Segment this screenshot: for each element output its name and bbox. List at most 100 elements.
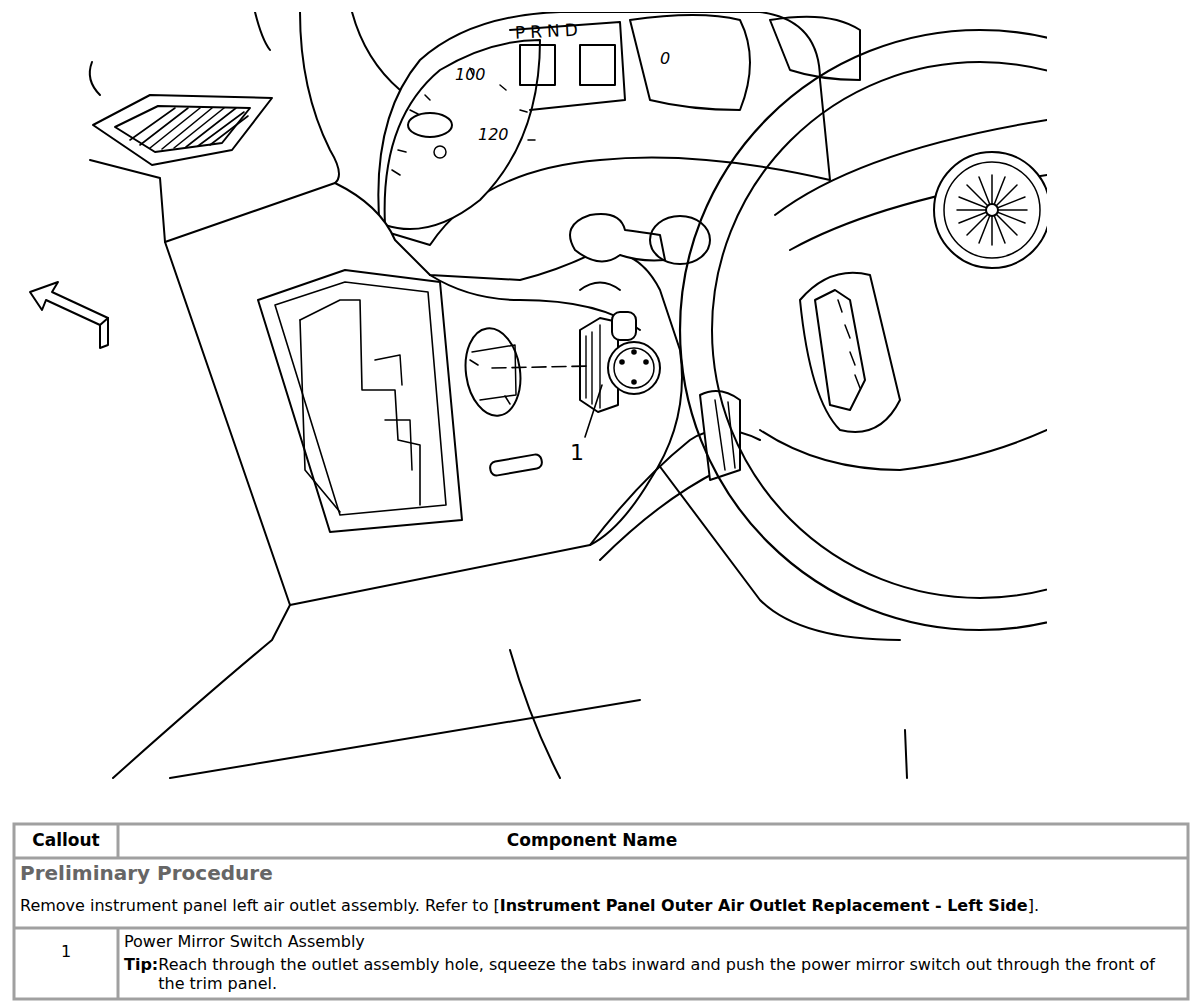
bold-text: Instrument Panel Outer Air Outlet Replac… (500, 896, 1028, 915)
direction-arrow-part (30, 282, 108, 348)
direction-arrow (30, 282, 108, 348)
dash-contour-part (90, 62, 100, 95)
dash-contour-part (300, 12, 339, 183)
air-vent (93, 95, 272, 165)
instrument-cluster (378, 12, 860, 245)
airbag-hub-part (986, 204, 998, 216)
instrument-cluster-part (378, 12, 830, 245)
section-heading: Preliminary Procedure (20, 862, 273, 885)
airbag-hub (934, 152, 1047, 268)
switch-opening-part (460, 325, 526, 420)
instrument-cluster-part (630, 15, 750, 110)
steering-wheel-part (760, 430, 1047, 470)
dash-contour-part (113, 605, 290, 778)
table-header: Callout (32, 831, 100, 851)
instrument-cluster-part (385, 40, 540, 229)
airbag-hub-part-part (957, 175, 1027, 245)
vent-opening-part (258, 270, 462, 532)
column-stalk-part (650, 216, 710, 264)
mirror-switch (580, 312, 660, 412)
component-name: Power Mirror Switch Assembly (124, 933, 365, 951)
table-frame-part (14, 857, 1188, 860)
air-vent-part (93, 95, 272, 165)
table-frame-part (117, 824, 120, 858)
dash-contour (90, 12, 907, 778)
table-frame-part (117, 928, 120, 999)
airbag-hub-part (957, 175, 1027, 245)
steering-wheel-part (815, 290, 865, 410)
mirror-switch-part (614, 348, 654, 388)
panel-slot (489, 454, 543, 477)
mirror-switch-part (608, 342, 660, 394)
gear-indicator: PRND (515, 20, 584, 43)
body-text: ]. (1028, 896, 1039, 915)
column-shroud-part (600, 470, 720, 560)
mirror-switch-part (612, 312, 636, 340)
switch-opening (460, 325, 526, 420)
procedure-text: Remove instrument panel left air outlet … (20, 896, 1180, 915)
dash-contour-part (352, 12, 400, 90)
air-vent-part-part (174, 108, 224, 148)
mirror-switch-part (632, 380, 636, 384)
vent-opening (258, 270, 462, 532)
air-vent-part-part (210, 116, 248, 145)
airbag-hub-part (944, 162, 1040, 258)
column-stalk-part (580, 283, 620, 291)
table-header: Component Name (507, 831, 677, 851)
table-frame-part (14, 927, 1188, 930)
switch-opening-part (470, 360, 510, 404)
table-cell: 1 (61, 943, 71, 961)
air-vent-part (130, 108, 248, 149)
dash-contour-part (255, 12, 270, 50)
trim-panel-part (165, 183, 682, 605)
steering-wheel-part (800, 273, 900, 432)
instrument-cluster-part (770, 17, 860, 80)
direction-arrow-part (100, 318, 108, 325)
table-frame (14, 824, 1188, 999)
air-vent-part-part (198, 112, 244, 146)
airbag-hub-part (934, 152, 1047, 268)
dash-contour-part (640, 440, 900, 640)
steering-wheel-part (838, 300, 860, 388)
trim-panel (165, 183, 682, 605)
steering-wheel-part (680, 30, 1047, 630)
body-text: Remove instrument panel left air outlet … (20, 896, 500, 915)
instrument-cluster-part (580, 45, 615, 85)
vent-opening-part (300, 300, 420, 505)
vent-opening-part (275, 282, 446, 515)
gauge-number: 120 (478, 126, 509, 144)
instrument-cluster-part (520, 45, 555, 85)
vent-opening-part (300, 320, 340, 512)
dashboard-drawing (30, 12, 1047, 778)
mirror-switch-part (620, 360, 624, 364)
steering-wheel-part (712, 62, 1047, 598)
instrument-cluster-part (392, 68, 535, 175)
column-stalk (570, 214, 710, 290)
dash-contour-part (510, 650, 560, 778)
column-shroud (590, 391, 760, 560)
dash-contour-part (170, 700, 640, 778)
instrument-cluster-part (434, 146, 446, 158)
air-vent-part-part (140, 108, 188, 145)
bold-text: Tip: (124, 955, 158, 974)
leader-line (585, 385, 602, 437)
air-vent-part-part (186, 108, 236, 147)
air-vent-part (115, 106, 250, 152)
dash-contour-part (905, 730, 907, 778)
air-vent-part-part (162, 108, 212, 149)
dash-contour-part (90, 160, 165, 242)
gauge-number: 100 (455, 66, 486, 84)
mirror-switch-part (632, 350, 636, 354)
table-frame-part (14, 824, 1188, 999)
switch-opening-part (472, 345, 516, 400)
tip-text: Tip:Reach through the outlet assembly ho… (124, 955, 1182, 993)
gauge-number: 0 (660, 50, 670, 68)
vent-opening-part (375, 355, 412, 470)
instrument-cluster-part (408, 113, 452, 137)
steering-wheel (680, 30, 1047, 630)
body-text: Reach through the outlet assembly hole, … (158, 955, 1155, 993)
mirror-switch-part (644, 360, 648, 364)
callout-number: 1 (570, 440, 584, 465)
